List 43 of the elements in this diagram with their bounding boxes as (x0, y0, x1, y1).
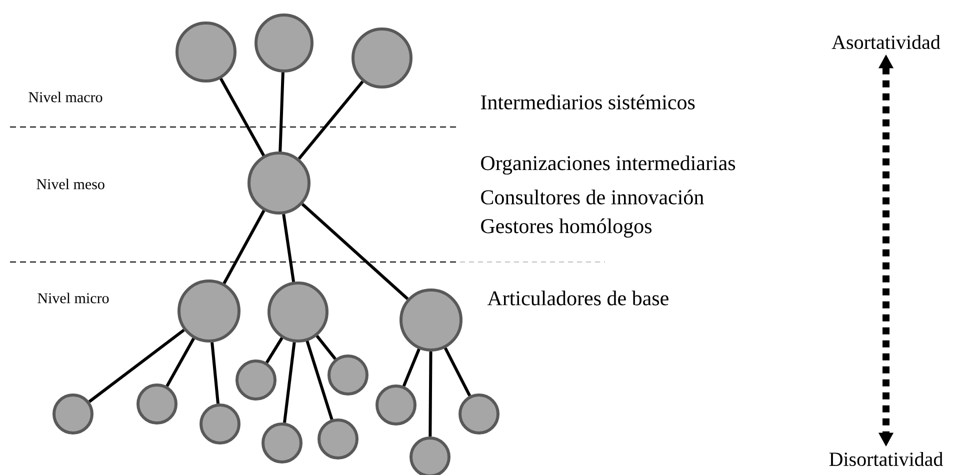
actor-circle (178, 280, 240, 342)
connector-line (88, 328, 185, 403)
actor-circle (254, 14, 314, 72)
actor-circle (248, 152, 310, 214)
level-label: Consultores de innovación (481, 190, 704, 204)
level-label: Articuladores de base (487, 290, 668, 306)
level-label: Organizaciones intermediarias (481, 155, 736, 175)
connector-line (166, 338, 195, 387)
actor-circle (136, 384, 178, 424)
connector-line (210, 342, 220, 404)
actor-circle (262, 422, 302, 464)
scale-label: Disortatividad (829, 452, 943, 466)
level-label: Gestores homólogos (481, 218, 652, 238)
level-label: Nivel meso (36, 178, 104, 190)
actor-circle (318, 418, 358, 460)
connector-line (444, 347, 472, 396)
level-label: Intermediarios sistémicos (480, 94, 695, 110)
connector-line (316, 334, 336, 360)
connector-line (282, 214, 296, 282)
actor-circle (352, 28, 412, 88)
connector-line (220, 78, 265, 156)
connector-line (402, 348, 420, 387)
actor-circle (52, 394, 94, 434)
connector-line (266, 337, 284, 364)
actor-circle (376, 384, 416, 426)
actor-circle (410, 436, 450, 475)
level-label: Nivel micro (38, 292, 109, 304)
actor-circle (328, 354, 368, 396)
scale-label: Asortatividad (832, 34, 940, 50)
connector-line (301, 202, 409, 300)
level-label: Nivel macro (28, 92, 102, 102)
actor-circle (400, 288, 462, 352)
actor-circle (176, 22, 236, 82)
connector-line (222, 210, 266, 284)
actor-circle (236, 360, 276, 400)
connector-line (278, 72, 284, 152)
actor-circle (458, 394, 500, 434)
actor-circle (268, 282, 328, 342)
connector-line (298, 80, 364, 160)
connector-line (428, 351, 432, 437)
connector-line (306, 340, 334, 420)
actor-circle (200, 404, 240, 444)
connector-line (283, 342, 296, 423)
